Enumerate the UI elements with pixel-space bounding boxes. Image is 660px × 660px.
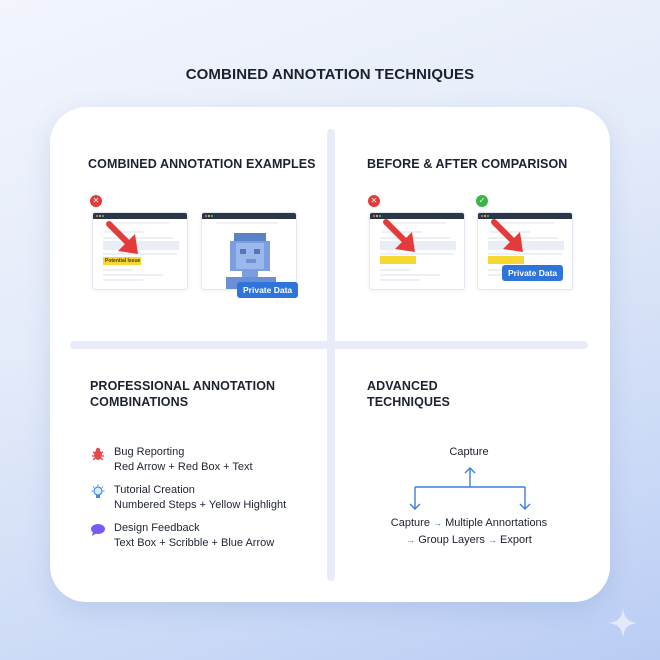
flow-step-export: Export (500, 534, 532, 546)
before-error-icon: ✕ (368, 195, 380, 207)
main-card: COMBINED ANNOTATION EXAMPLES ✕ Potential… (50, 107, 610, 602)
example-browser-private (201, 212, 297, 290)
flow-top-label: Capture (449, 446, 489, 458)
sparkle-icon (608, 608, 638, 638)
private-data-tag: Private Data (237, 282, 299, 298)
item-title: Design Feedback (114, 522, 200, 534)
flow-step-group-layers: Group Layers (418, 534, 485, 546)
list-item: Design Feedback Text Box + Scribble + Bl… (90, 521, 286, 559)
flow-row-1: Capture → Multiple Annortations (332, 517, 606, 529)
potential-issue-label: Potential Issue (105, 258, 141, 264)
lightbulb-icon (91, 484, 105, 498)
flow-connector-arrows (409, 467, 531, 510)
red-arrow-icon (106, 221, 138, 254)
before-browser (369, 212, 465, 290)
chat-bubble-icon (91, 524, 105, 536)
professional-title-line1: PROFESSIONAL ANNOTATION (90, 379, 276, 393)
flow-step-multiple-annotations: Multiple Annortations (445, 517, 548, 529)
item-title: Tutorial Creation (114, 484, 195, 496)
combined-examples-title: COMBINED ANNOTATION EXAMPLES (88, 157, 316, 171)
vertical-divider (327, 129, 335, 581)
after-private-data-tag: Private Data (502, 265, 564, 281)
flow-arrow-icon: → (406, 535, 416, 545)
flow-step-capture: Capture (390, 517, 430, 529)
list-item: Bug Reporting Red Arrow + Red Box + Text (90, 445, 286, 483)
after-highlight (488, 256, 524, 264)
item-title: Bug Reporting (114, 446, 185, 458)
before-red-arrow-icon (383, 219, 415, 252)
flow-row-2: → Group Layers → Export (332, 534, 606, 546)
advanced-title: ADVANCED TECHNIQUES (367, 378, 450, 410)
workflow-diagram: Capture Capture → Multiple Annortations … (332, 437, 602, 567)
item-detail: Red Arrow + Red Box + Text (114, 461, 253, 473)
advanced-title-line2: TECHNIQUES (367, 395, 450, 409)
after-red-arrow-icon (491, 219, 523, 252)
before-after-title: BEFORE & AFTER COMPARISON (367, 157, 568, 171)
before-highlight (380, 256, 416, 264)
flow-arrow-icon: → (433, 518, 442, 528)
example-browser-issue: Potential Issue (92, 212, 188, 290)
item-detail: Text Box + Scribble + Blue Arrow (114, 537, 275, 549)
list-item: Tutorial Creation Numbered Steps + Yello… (90, 483, 286, 521)
page-title: COMBINED ANNOTATION TECHNIQUES (185, 66, 475, 83)
bug-icon (92, 447, 104, 461)
professional-title-line2: COMBINATIONS (90, 395, 189, 409)
professional-title: PROFESSIONAL ANNOTATION COMBINATIONS (90, 378, 275, 410)
after-check-icon: ✓ (476, 195, 488, 207)
error-status-icon: ✕ (90, 195, 102, 207)
combination-list: Bug Reporting Red Arrow + Red Box + Text… (90, 445, 286, 559)
flow-arrow-icon: → (487, 535, 497, 545)
potential-issue-highlight (103, 257, 141, 265)
advanced-title-line1: ADVANCED (367, 379, 438, 393)
item-detail: Numbered Steps + Yellow Highlight (114, 499, 287, 511)
horizontal-divider (70, 341, 588, 349)
